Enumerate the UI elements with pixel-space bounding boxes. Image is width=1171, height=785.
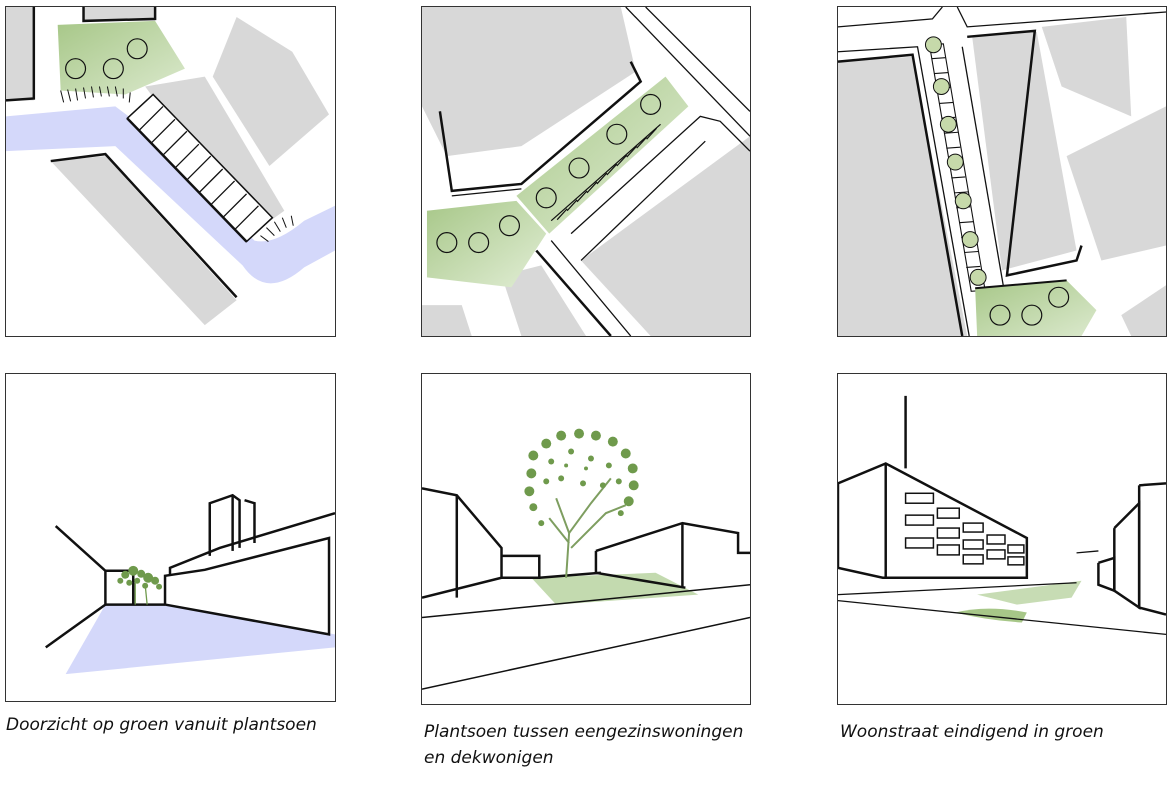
building-block <box>6 7 34 101</box>
plan-panel-1 <box>5 6 336 337</box>
building-block <box>581 136 750 336</box>
wall-line <box>451 188 522 197</box>
building-block <box>83 7 156 21</box>
perspective-3-drawing <box>838 395 1166 636</box>
tree-symbol <box>102 58 124 80</box>
tree-symbol <box>606 123 628 145</box>
plan-panel-2 <box>421 6 751 337</box>
wall-line <box>82 7 157 23</box>
building-block <box>422 305 472 336</box>
wall-line <box>438 61 643 193</box>
road-line <box>570 115 750 235</box>
perspective-2-drawing <box>422 428 750 690</box>
building-block <box>1066 106 1166 261</box>
building-block <box>50 156 237 326</box>
road-line <box>580 140 706 261</box>
plan-2-drawing <box>422 7 750 336</box>
road-line <box>838 7 943 28</box>
road-line <box>838 46 970 336</box>
building-block <box>1121 285 1166 336</box>
green-area <box>516 76 689 234</box>
perspective-panel-2 <box>421 373 751 705</box>
caption-right: Woonstraat eindigend in groen <box>840 722 1104 742</box>
building-block <box>838 56 968 336</box>
tree-trunks <box>134 582 148 605</box>
tree-symbol <box>498 215 521 237</box>
building-outlines <box>422 487 750 599</box>
green-area <box>426 200 547 288</box>
building-block <box>972 31 1077 271</box>
green-area <box>57 20 185 95</box>
caption-middle-line-1: Plantsoen tussen eengezinswoningen <box>424 722 744 742</box>
canal <box>6 106 335 284</box>
balconies <box>904 492 1025 566</box>
tree-symbol <box>436 232 458 254</box>
road-line <box>645 7 750 112</box>
tree-symbol <box>468 232 490 254</box>
tree-symbol <box>989 304 1011 326</box>
tree-symbol <box>568 157 590 179</box>
wall-line <box>967 29 1083 277</box>
road-lines <box>838 550 1166 636</box>
perspective-1-drawing <box>45 493 335 675</box>
building-outlines <box>838 395 1166 616</box>
tree <box>117 565 163 590</box>
road-lines <box>422 583 750 690</box>
wall-line <box>975 279 1067 290</box>
parking-lines <box>550 123 661 222</box>
road-line <box>625 7 750 137</box>
wall-line <box>6 7 36 102</box>
wall-line <box>838 53 964 336</box>
column-trees <box>924 36 987 286</box>
tree-symbol <box>126 38 148 60</box>
building-block <box>1041 16 1132 117</box>
wall-line <box>126 117 248 243</box>
road-line <box>535 249 612 336</box>
tree-symbol <box>640 93 662 115</box>
perspective-panel-3 <box>837 373 1167 705</box>
tree <box>524 428 639 578</box>
tree-symbol <box>535 187 557 209</box>
building-block <box>422 7 636 157</box>
perspective-panel-1 <box>5 373 336 702</box>
tree-symbol <box>65 58 87 80</box>
wall-line <box>50 152 238 299</box>
green-area <box>975 280 1097 336</box>
caption-left: Doorzicht op groen vanuit plantsoen <box>6 715 317 735</box>
green-area <box>977 580 1082 605</box>
caption-middle-line-2: en dekwonigen <box>424 748 554 768</box>
green-lawn <box>531 572 699 605</box>
tree-symbol <box>1048 286 1070 308</box>
building-outlines <box>45 493 335 649</box>
road-line <box>550 240 632 336</box>
road-line <box>956 7 1166 28</box>
building-block <box>501 265 586 336</box>
tree-symbol <box>1021 304 1043 326</box>
plan-panel-3 <box>837 6 1167 337</box>
parking-lines <box>138 105 259 231</box>
plan-3-drawing <box>838 7 1166 336</box>
building-block <box>212 16 330 167</box>
hedge-ticks <box>60 86 294 242</box>
green-strip <box>955 608 1027 623</box>
plan-1-drawing <box>6 7 335 326</box>
water-surface <box>65 604 335 675</box>
